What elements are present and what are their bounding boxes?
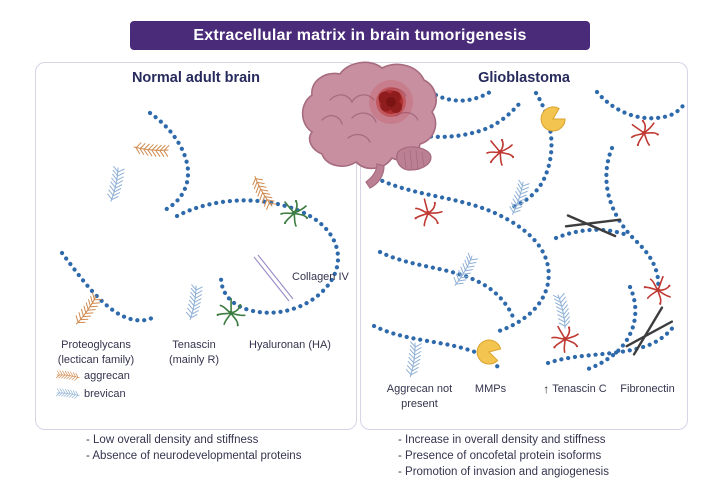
aggrecan-icon [248, 173, 277, 211]
hyaluronan-chain [585, 284, 638, 372]
cerebellum [396, 146, 432, 171]
brain-gyri [383, 87, 407, 97]
tenascin-c-label: ↑ Tenascin C [530, 382, 620, 397]
collagen-iv-line [253, 256, 290, 302]
tenascin-c-icon [627, 115, 662, 150]
brevican-icon [184, 284, 204, 322]
proteoglycans-label: Proteoglycans (lectican family) [46, 338, 146, 368]
mmp-icon [536, 102, 569, 136]
note-density-increase: - Increase in overall density and stiffn… [398, 434, 606, 446]
aggrecan-icon [133, 141, 170, 158]
note-oncofetal-isoforms: - Presence of oncofetal protein isoforms [398, 450, 602, 462]
glioblastoma-ecm-network [371, 85, 688, 379]
tenascin-r-label: Tenascin (mainly R) [153, 338, 235, 368]
hyaluronan-chain [59, 250, 155, 323]
collagen-iv-line [257, 254, 294, 300]
fibronectin-icon [622, 306, 675, 357]
hyaluronan-chain [174, 198, 340, 315]
tenascin-c-icon [549, 323, 582, 356]
note-absence-proteins: - Absence of neurodevelopmental proteins [86, 450, 302, 462]
hyaluronan-chain [377, 249, 516, 320]
panel-normal-brain [35, 62, 357, 430]
aggrecan-icon [72, 292, 103, 329]
aggrecan-absent-label: Aggrecan not present [372, 382, 467, 412]
tenascin-c-icon [409, 194, 448, 232]
legend-brevican-label: brevican [84, 388, 126, 400]
hyaluronan-chain [373, 175, 551, 334]
brevican-icon [405, 341, 423, 379]
tenascin-r-label-line1: Tenascin [172, 339, 216, 351]
brain-illustration [301, 61, 437, 189]
hyaluronan-chain [594, 89, 688, 121]
up-arrow-icon: ↑ [543, 382, 550, 396]
legend-brevican-icon [55, 387, 81, 400]
legend-aggrecan-label: aggrecan [84, 370, 130, 382]
normal-ecm-network [55, 110, 340, 400]
proteoglycans-label-line1: Proteoglycans [61, 339, 131, 351]
aggrecan-absent-label-line2: present [401, 398, 438, 410]
figure-title-banner: Extracellular matrix in brain tumorigene… [130, 21, 590, 50]
tenascin-r-label-line2: (mainly R) [168, 354, 220, 366]
proteoglycans-label-line2: (lectican family) [57, 354, 135, 366]
brain-gyri [321, 114, 343, 125]
hyaluronan-chain [604, 145, 661, 292]
brain-gyri [351, 112, 377, 123]
aggrecan-absent-label-line1: Aggrecan not [386, 383, 453, 395]
brevican-icon [105, 166, 126, 204]
hyaluronan-label: Hyaluronan (HA) [249, 339, 331, 351]
note-invasion-angiogenesis: - Promotion of invasion and angiogenesis [398, 466, 609, 478]
tumor [369, 80, 413, 124]
brevican-icon [450, 252, 479, 290]
tenascin-c-icon [486, 138, 515, 166]
tenascin-c-label-text: Tenascin C [552, 383, 607, 395]
brain-stem [365, 163, 385, 189]
figure-title: Extracellular matrix in brain tumorigene… [193, 26, 527, 44]
fibronectin-label: Fibronectin [620, 383, 675, 395]
panel-glioblastoma-title: Glioblastoma [478, 70, 570, 86]
mmps-label: MMPs [474, 383, 507, 395]
hyaluronan-chain [545, 323, 677, 366]
mmp-icon [473, 336, 503, 367]
cerebellum-stripes [403, 149, 425, 171]
brain-gyri [395, 111, 419, 121]
collagen-iv-label: Collagen IV [292, 271, 349, 283]
glioblastoma-notes: - Increase in overall density and stiffn… [398, 432, 609, 480]
normal-brain-notes: - Low overall density and stiffness - Ab… [86, 432, 301, 464]
legend-aggrecan-icon [55, 369, 81, 382]
tenascin-r-icon [211, 293, 252, 333]
panel-normal-title: Normal adult brain [131, 70, 261, 86]
hyaluronan-chain [147, 110, 191, 214]
brain-body [301, 61, 437, 170]
hyaluronan-chain [553, 227, 627, 241]
brain-gyri [347, 133, 371, 143]
note-density-low: - Low overall density and stiffness [86, 434, 259, 446]
brevican-icon [552, 292, 573, 330]
brain-gyri [329, 94, 375, 104]
